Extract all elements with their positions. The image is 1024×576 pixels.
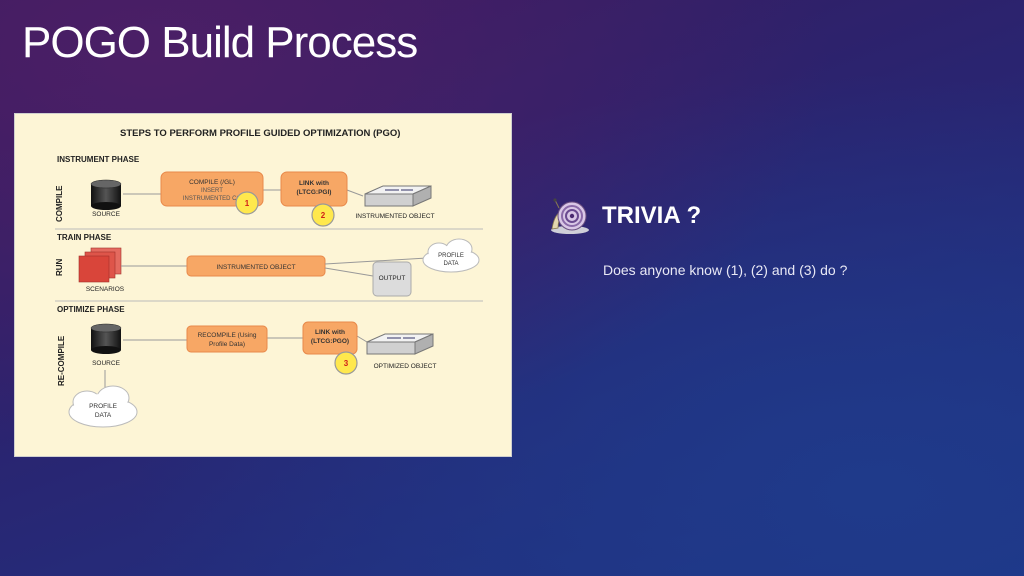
recompile-line1: RECOMPILE (Using — [198, 332, 257, 339]
output-label: OUTPUT — [379, 275, 406, 282]
connector-line — [356, 335, 368, 343]
train-instrumented-object-box — [186, 255, 326, 277]
optimize-phase-label: OPTIMIZE PHASE — [57, 305, 125, 314]
optimize-source-database-icon — [90, 323, 122, 354]
connector-line — [324, 267, 374, 277]
slide-title: POGO Build Process — [22, 18, 418, 67]
source-database-icon — [90, 179, 122, 210]
link-pgi-line1: LINK with — [299, 180, 329, 187]
link-pgo-line1: LINK with — [315, 329, 345, 336]
marker-3-text: 3 — [344, 359, 349, 368]
snail-shell-icon — [551, 198, 589, 234]
pgo-diagram: STEPS TO PERFORM PROFILE GUIDED OPTIMIZA… — [14, 113, 512, 457]
marker-1-badge — [235, 191, 259, 215]
compile-side-label: COMPILE — [55, 185, 64, 222]
pgo-diagram-svg: STEPS TO PERFORM PROFILE GUIDED OPTIMIZA… — [55, 128, 483, 428]
diagram-heading: STEPS TO PERFORM PROFILE GUIDED OPTIMIZA… — [120, 128, 400, 139]
compile-step-line1: COMPILE (/GL) — [189, 179, 235, 186]
optimized-object-icon — [366, 333, 434, 355]
connector-line — [346, 189, 364, 197]
scenarios-label: SCENARIOS — [86, 286, 125, 293]
link-pgo-line2: (LTCG:PGO) — [311, 338, 349, 345]
recompile-line2: Profile Data) — [209, 341, 245, 348]
connector-line — [324, 257, 428, 265]
compile-step-line2: INSERT — [201, 188, 223, 194]
run-side-label: RUN — [55, 258, 64, 276]
source-label: SOURCE — [92, 211, 120, 218]
optimize-source-label: SOURCE — [92, 360, 120, 367]
trivia-heading: TRIVIA ? — [548, 196, 701, 236]
link-pgi-line2: (LTCG:PGI) — [297, 189, 332, 196]
train-profile-line2: DATA — [443, 261, 458, 267]
scenarios-stack-icon — [78, 247, 122, 283]
instrument-phase-label: INSTRUMENT PHASE — [57, 155, 140, 164]
train-phase-label: TRAIN PHASE — [57, 233, 112, 242]
trivia-title: TRIVIA ? — [602, 202, 702, 229]
compile-step-line3: INSTRUMENTED CO — [183, 196, 242, 202]
marker-2-badge — [311, 203, 335, 227]
output-box — [372, 261, 412, 297]
profile-data-cloud-icon — [422, 238, 480, 273]
link-pgi-step-box — [280, 171, 348, 207]
instrumented-object-label: INSTRUMENTED OBJECT — [355, 213, 434, 220]
optimize-profile-line1: PROFILE — [89, 403, 117, 410]
optimize-profile-line2: DATA — [95, 412, 112, 419]
recompile-step-box — [186, 325, 268, 353]
marker-3-badge — [334, 351, 358, 375]
instrumented-object-icon — [364, 185, 432, 207]
optimized-object-label: OPTIMIZED OBJECT — [374, 363, 437, 370]
marker-2-text: 2 — [321, 211, 326, 220]
train-profile-line1: PROFILE — [438, 253, 464, 259]
marker-1-text: 1 — [245, 199, 250, 208]
link-pgo-step-box — [302, 321, 358, 355]
optimize-profile-data-cloud-icon — [68, 385, 138, 428]
trivia-question: Does anyone know (1), (2) and (3) do ? — [603, 262, 848, 278]
train-instrumented-object-label: INSTRUMENTED OBJECT — [216, 264, 295, 271]
recompile-side-label: RE-COMPILE — [57, 335, 66, 386]
